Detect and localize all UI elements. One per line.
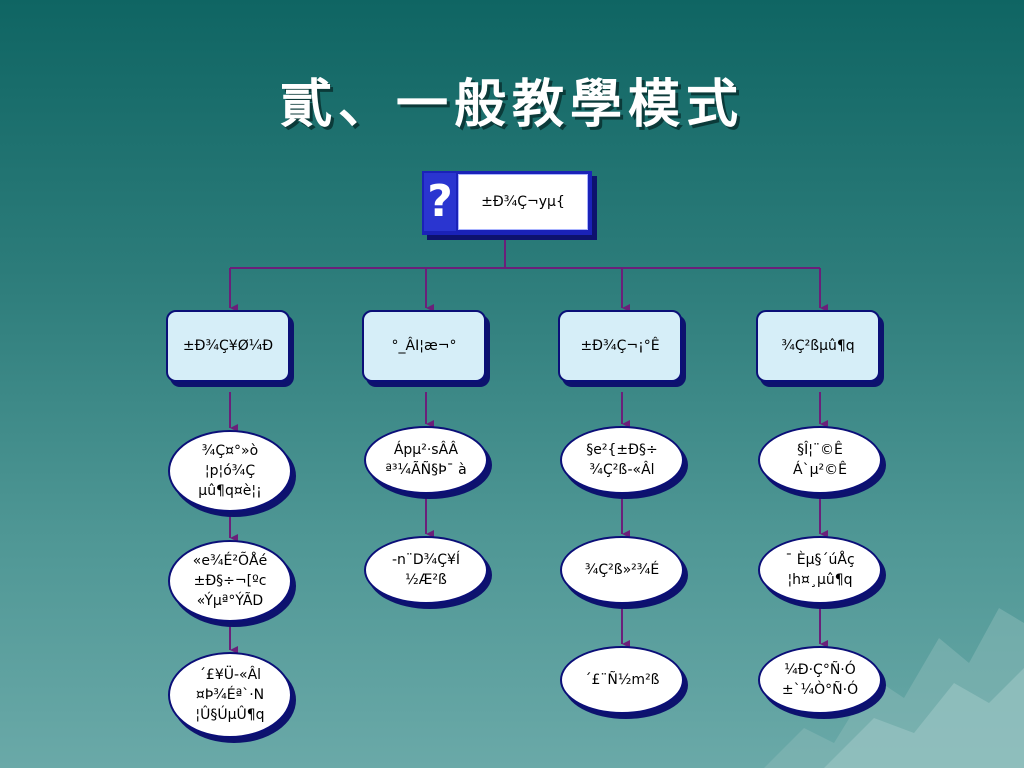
column-1-header: ±Ð¾Ç¥Ø¼Ð — [166, 310, 290, 382]
column-4-step-3: ¼Ð·Ç°Ñ·Ó ±`¼Ò°Ñ·Ó — [758, 646, 882, 714]
column-4-step-2: ¯ Èµ§´úÅç ¦h¤¸µû¶q — [758, 536, 882, 604]
column-4-header: ¾Ç²ßµû¶q — [756, 310, 880, 382]
root-node: ? ±Ð¾Ç¬yµ{ — [422, 171, 592, 235]
column-3-step-2: ¾Ç²ß»²¾É — [560, 536, 684, 604]
column-1-step-1: ¾Ç¤°»ò ¦p¦ó¾Ç µû¶q¤è¦¡ — [168, 430, 292, 512]
column-2-step-2: -n¨D¾Ç¥Í ½Æ²ß — [364, 536, 488, 604]
column-1-step-2: «e¾É²ÕÅé ±Ð§÷¬[ºc «Ýµª°ÝÃD — [168, 540, 292, 622]
root-label: ±Ð¾Ç¬yµ{ — [458, 174, 588, 230]
question-mark-icon: ? — [424, 173, 456, 231]
column-1-step-3: ´£¥Ü-«Âl ¤Þ¾Éª`·N ¦Û§ÚµÛ¶q — [168, 652, 292, 738]
mountain-decoration — [764, 608, 1024, 768]
column-3-header: ±Ð¾Ç¬¡°Ê — [558, 310, 682, 382]
column-2-header: °_ÂI¦æ¬° — [362, 310, 486, 382]
column-3-step-1: §e²{±Ð§÷ ¾Ç²ß-«Âl — [560, 426, 684, 494]
slide-title: 貳、一般教學模式 — [279, 74, 744, 135]
column-2-step-1: Ápµ²·sÂÂ ª³¼ÃÑ§Þ¯ à — [364, 426, 488, 494]
column-4-step-1: §Î¦¨©Ê Á`µ²©Ê — [758, 426, 882, 494]
column-3-step-3: ´£¨Ñ½m²ß — [560, 646, 684, 714]
